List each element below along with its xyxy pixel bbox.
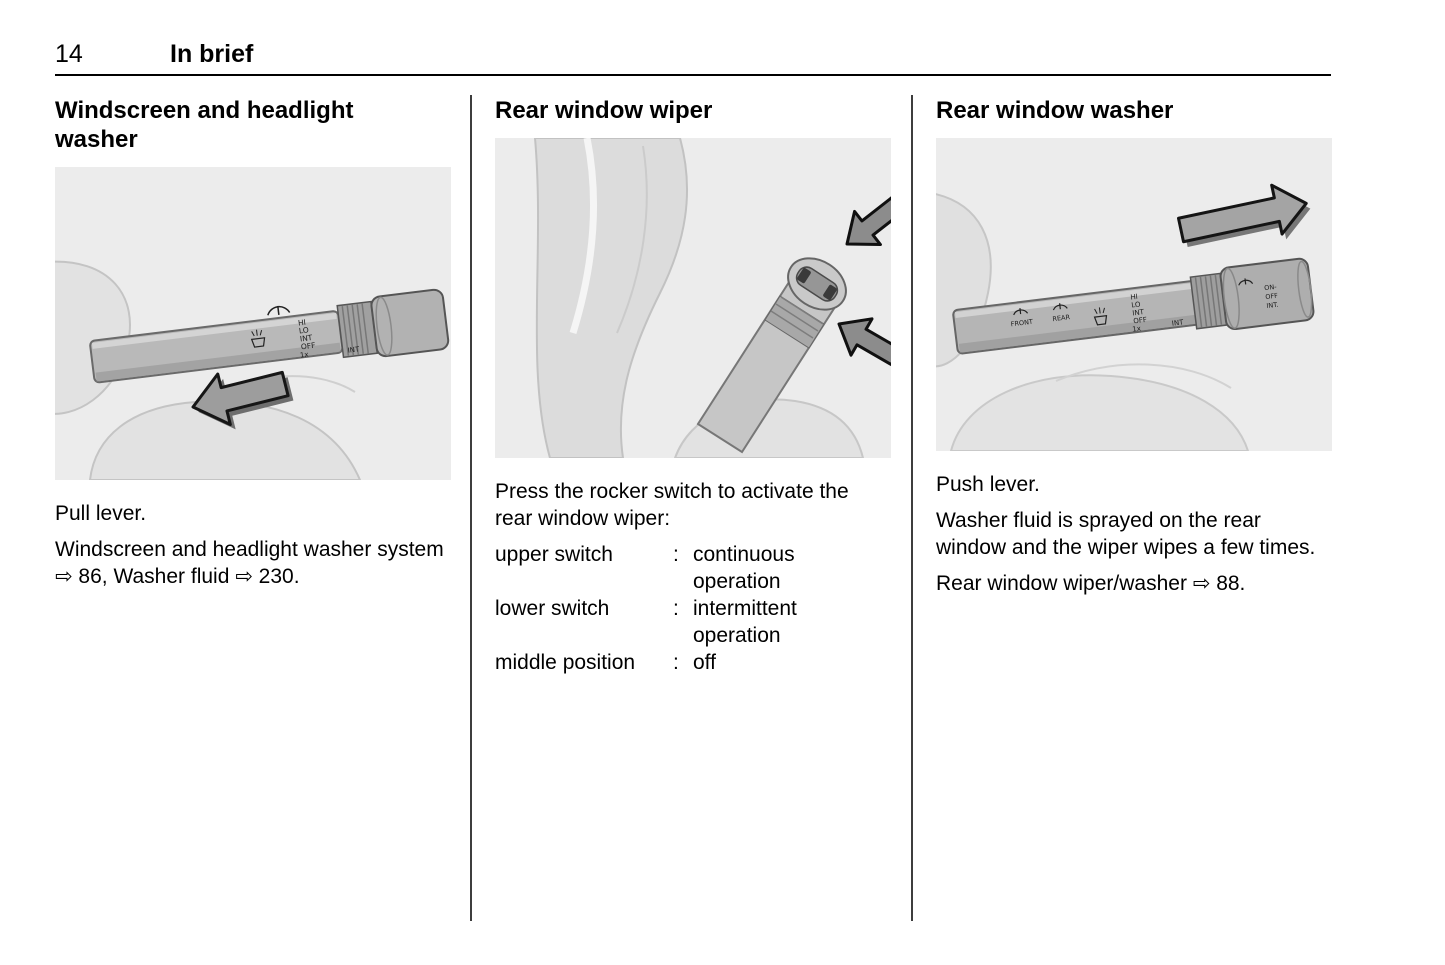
press-arrow-upper-icon [845, 192, 891, 247]
stalk-label: HI [297, 318, 306, 328]
column-divider [470, 95, 472, 921]
stalk-label: INT. [1266, 301, 1279, 310]
stalk-label: INT [299, 333, 313, 343]
def-term: lower switch [495, 597, 610, 620]
header-rule [55, 74, 1331, 76]
column-divider [911, 95, 913, 921]
windscreen-washer-lever-illustration: HI LO INT OFF 1x INT [55, 167, 451, 480]
def-term: upper switch [495, 543, 613, 566]
column-title: Rear window wiper [495, 97, 713, 124]
rear-wiper-rocker-illustration [495, 138, 891, 458]
stalk-label: INT [347, 345, 360, 354]
stalk-label: ON- [1264, 283, 1278, 293]
stalk-label: INT [1132, 308, 1145, 317]
pull-arrow-icon [191, 370, 294, 430]
column-rear-window-washer: Rear window washer [936, 96, 1332, 606]
stalk-label: OFF [1265, 292, 1279, 302]
press-arrow-lower-icon [837, 317, 891, 369]
stalk-label: LO [1131, 300, 1142, 309]
def-term: middle position [495, 651, 636, 674]
rear-washer-icon [1238, 278, 1254, 286]
def-value: off [693, 651, 716, 674]
column-title: Windscreen and headlight washer [55, 97, 354, 153]
column-title: Rear window washer [936, 97, 1174, 124]
stalk-ribbed-ring [1189, 272, 1228, 330]
wiper-icon [267, 305, 291, 316]
paragraph: Press the rocker switch to activate the … [495, 480, 849, 530]
rear-wiper-icon [1052, 303, 1068, 311]
wiper-stalk: HI LO INT OFF 1x INT [89, 288, 450, 384]
stalk-label: 1x [300, 351, 310, 360]
table-row: middle position : off [495, 649, 891, 676]
column-windscreen-washer: Windscreen and headlight washer [55, 96, 451, 599]
front-wiper-icon [1013, 308, 1029, 316]
page-number: 14 [55, 40, 83, 68]
washer-icon [250, 329, 266, 348]
paragraph: Pull lever. [55, 502, 147, 525]
stalk-label: OFF [1133, 316, 1147, 326]
rear-washer-lever-illustration: FRONT REAR HI LO INT OFF 1x INT [936, 138, 1332, 451]
stalk-label: HI [1130, 293, 1138, 302]
paragraph-with-references: Windscreen and headlight washer system ⇨… [55, 538, 444, 588]
table-row: upper switch : continuous operation [495, 541, 891, 595]
paragraph-with-references: Rear window wiper/washer ⇨ 88. [936, 572, 1246, 595]
def-value: continuous operation [693, 543, 795, 593]
def-value: intermittent operation [693, 597, 797, 647]
def-separator: : [673, 597, 679, 620]
washer-end-cap: ON- OFF INT. [1219, 257, 1315, 331]
stalk-ribbed-ring: INT [336, 300, 379, 359]
steering-column-shroud [936, 193, 1250, 451]
push-arrow-icon [1177, 183, 1311, 247]
switch-position-table: upper switch : continuous operation lowe… [495, 541, 891, 676]
paragraph: Push lever. [936, 473, 1040, 496]
section-heading: In brief [170, 40, 254, 68]
stalk-label: OFF [300, 341, 316, 352]
stalk-label: LO [298, 325, 309, 335]
paragraph: Washer fluid is sprayed on the rear wind… [936, 509, 1316, 559]
stalk-label: FRONT [1010, 318, 1033, 329]
steering-column [533, 138, 689, 458]
def-separator: : [673, 543, 679, 566]
stalk-label: 1x [1132, 325, 1142, 334]
def-separator: : [673, 651, 679, 674]
rocker-switch [787, 257, 847, 311]
stalk-label: REAR [1052, 313, 1071, 323]
wiper-stalk: FRONT REAR HI LO INT OFF 1x INT [952, 257, 1315, 355]
washer-icon [1093, 307, 1108, 326]
stalk-end-cap [370, 288, 450, 358]
column-rear-window-wiper: Rear window wiper [495, 96, 891, 676]
table-row: lower switch : intermittent operation [495, 595, 891, 649]
stalk-label: INT [1171, 318, 1184, 327]
